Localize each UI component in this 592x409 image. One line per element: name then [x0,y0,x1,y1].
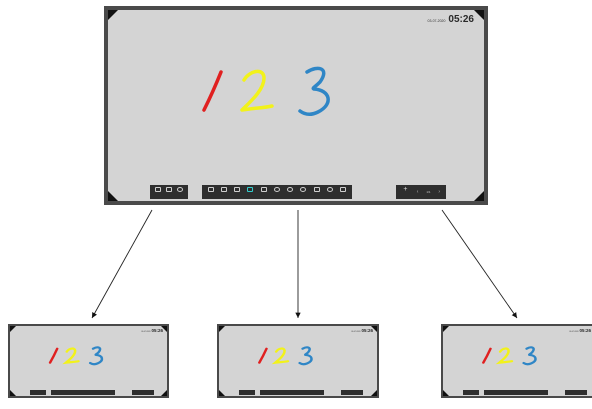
arrow-to-thumbnail-3 [441,209,518,319]
stroke-two [495,347,514,365]
corner-bottom-right [474,191,484,201]
clock: 03-07-2020 05:26 [428,14,474,25]
eraser-icon[interactable] [260,187,267,197]
thumbnail-clock-date: 03-07-2020 [141,331,151,333]
arrow-to-thumbnail-1 [91,209,153,319]
board-icon[interactable] [220,187,227,197]
thumbnail-toolbar-right [565,390,587,395]
chevron-left-icon[interactable]: ‹ [416,189,419,195]
share-icon[interactable] [313,187,320,197]
undo-icon[interactable] [273,187,280,197]
thumbnail-toolbar-center [51,390,115,395]
thumbnail-clock-time: 05:26 [361,328,373,333]
redo-icon[interactable] [287,187,294,197]
thumbnail-screen-2: 03-07-2020 05:26 [217,324,379,398]
stroke-one [482,347,492,364]
corner-bottom-left [219,390,225,396]
home-icon[interactable] [207,187,214,197]
exit-icon[interactable] [340,187,347,197]
thumbnail-toolbar-left [239,390,255,395]
bulb-icon[interactable] [300,187,307,197]
corner-top-right [371,326,377,332]
corner-bottom-right [371,390,377,396]
thumbnail-clock: 03-07-2020 05:26 [351,328,373,333]
clock-date: 03-07-2020 [427,19,446,23]
corner-bottom-left [108,191,118,201]
thumbnail-screen-1: 03-07-2020 05:26 [8,324,169,398]
thumbnail-strokes [482,346,537,366]
corner-top-right [161,326,167,332]
apps-icon[interactable] [234,187,241,197]
stroke-one [258,347,268,364]
corner-top-left [219,326,225,332]
handwriting-canvas[interactable] [108,10,484,201]
thumbnail-screen-3: 03-07-2020 05:26 [441,324,592,398]
window-icon[interactable] [165,187,172,197]
stroke-two [271,347,290,365]
globe-icon[interactable] [327,187,334,197]
pen-icon[interactable] [247,187,254,197]
thumbnail-clock-time: 05:26 [151,328,163,333]
main-screen: 03-07-2020 05:26 + ‹ 1/1 [104,6,488,205]
thumbnail-clock: 03-07-2020 05:26 [141,328,163,333]
plus-icon[interactable]: + [403,186,408,193]
corner-top-left [443,326,449,332]
stroke-three [522,346,537,366]
corner-top-left [108,10,118,20]
thumbnail-toolbar-left [30,390,46,395]
stroke-three [88,346,104,366]
corner-top-left [10,326,16,332]
stroke-one [48,347,59,364]
page-indicator: 1/1 [426,190,431,194]
stroke-three [298,66,330,116]
bottom-toolbar: + ‹ 1/1 › [108,183,484,201]
thumbnail-clock: 03-07-2020 05:26 [569,328,591,333]
corner-bottom-right [161,390,167,396]
clock-time: 05:26 [448,14,474,25]
toolbar-left-group [150,185,188,199]
corner-top-right [474,10,484,20]
stroke-two [62,347,80,365]
toolbar-right-group: + ‹ 1/1 › [396,185,446,199]
thumbnail-clock-date: 03-07-2020 [351,331,361,333]
thumbnail-toolbar-right [341,390,363,395]
corner-bottom-left [443,390,449,396]
thumbnail-toolbar-right [132,390,154,395]
thumbnail-strokes [48,346,104,366]
thumbnail-clock-time: 05:26 [579,328,591,333]
monitor-icon[interactable] [154,187,161,197]
chevron-right-icon[interactable]: › [438,189,441,195]
thumbnail-toolbar-center [260,390,324,395]
toolbar-center-group [202,185,352,199]
corner-bottom-left [10,390,16,396]
stroke-three [298,346,313,366]
stroke-one [202,70,223,112]
settings-icon[interactable] [177,187,184,197]
thumbnail-clock-date: 03-07-2020 [569,331,579,333]
thumbnail-toolbar-left [463,390,479,395]
stroke-two [240,69,274,112]
thumbnail-toolbar-center [484,390,548,395]
thumbnail-strokes [258,346,313,366]
